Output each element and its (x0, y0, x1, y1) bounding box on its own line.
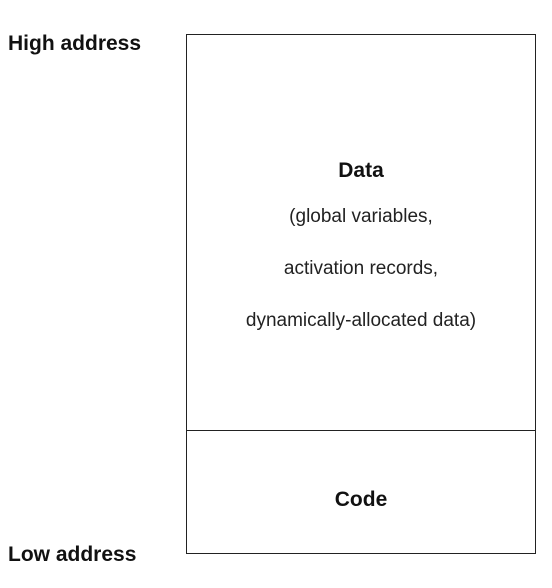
code-segment: Code (187, 431, 535, 553)
data-description-line: dynamically-allocated data) (245, 310, 477, 331)
high-address-label: High address (8, 32, 142, 55)
memory-layout-diagram: Data (global variables, activation recor… (186, 34, 536, 554)
data-description-line: (global variables, (289, 206, 433, 227)
low-address-label: Low address (8, 543, 137, 566)
data-segment-title: Data (338, 159, 384, 182)
data-segment: Data (global variables, activation recor… (187, 35, 535, 431)
code-segment-title: Code (334, 488, 388, 511)
data-segment-description: (global variables, activation records, d… (187, 207, 535, 363)
data-description-line: activation records, (283, 258, 439, 279)
